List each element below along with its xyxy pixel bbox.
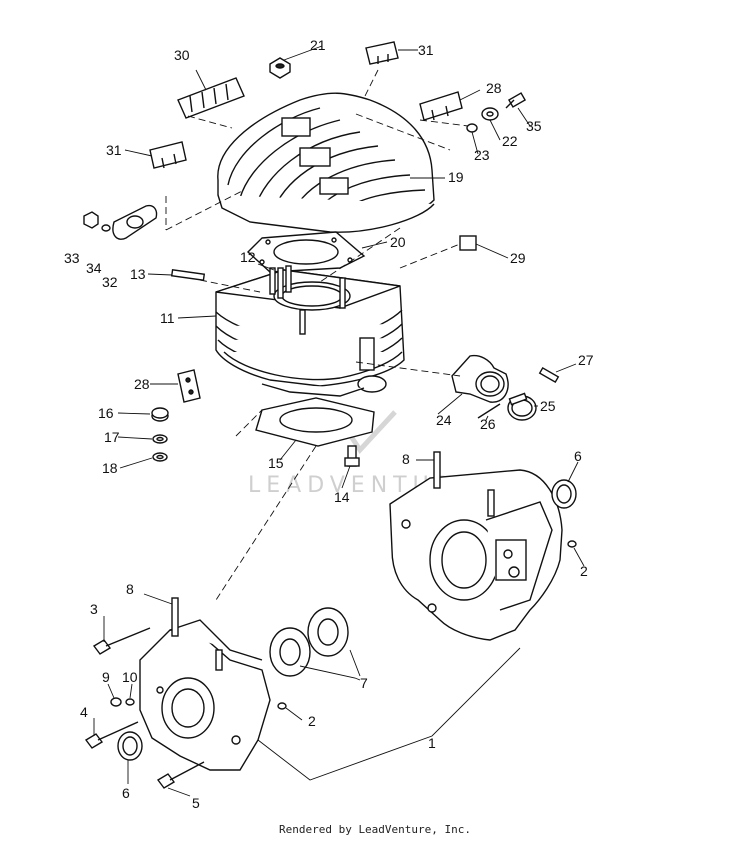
- callout-16: 16: [98, 405, 114, 421]
- footer-credit: Rendered by LeadVenture, Inc.: [278, 823, 472, 836]
- head-gasket: [246, 231, 366, 273]
- callout-9: 9: [102, 669, 110, 685]
- callout-22: 22: [502, 133, 518, 149]
- nut-33: [83, 211, 99, 229]
- bracket-30: [177, 77, 245, 119]
- callout-21: 21: [310, 37, 326, 53]
- callout-3: 3: [90, 601, 98, 617]
- bolt-3: [92, 627, 151, 655]
- callout-8-left: 8: [126, 581, 134, 597]
- callout-6-left: 6: [122, 785, 130, 801]
- callout-12: 12: [240, 249, 256, 265]
- callout-15: 15: [268, 455, 284, 471]
- callout-35: 35: [526, 118, 542, 134]
- callout-24: 24: [436, 412, 452, 428]
- studs-12: [269, 265, 292, 295]
- dowel-2-right: [567, 540, 577, 548]
- callout-28-left: 28: [134, 376, 150, 392]
- screw-27: [538, 366, 560, 384]
- cylinder: [215, 267, 405, 397]
- callout-20: 20: [390, 234, 406, 250]
- callout-31-left: 31: [106, 142, 122, 158]
- bracket-28-top: [419, 91, 463, 121]
- seal-6-right: [551, 479, 577, 509]
- pin-26: [477, 403, 501, 419]
- dowel-2-left: [277, 702, 287, 710]
- crankcase-left: [139, 597, 271, 771]
- clamp-25: [507, 392, 537, 421]
- washer-10: [125, 698, 135, 706]
- callout-32: 32: [102, 274, 118, 290]
- callout-7: 7: [360, 675, 368, 691]
- bolt-4: [84, 721, 139, 749]
- screw-35: [505, 92, 527, 109]
- fitting-14: [344, 445, 360, 467]
- callout-27: 27: [578, 352, 594, 368]
- washer-34: [101, 224, 111, 232]
- callout-6-right: 6: [574, 448, 582, 464]
- callout-28-top: 28: [486, 80, 502, 96]
- callout-17: 17: [104, 429, 120, 445]
- washer-23: [466, 123, 478, 133]
- callout-30: 30: [174, 47, 190, 63]
- callout-14: 14: [334, 489, 350, 505]
- part-22: [481, 107, 499, 121]
- washer-18: [152, 452, 168, 462]
- bolt-5: [156, 761, 205, 789]
- dashed-guide-lines: [165, 69, 469, 601]
- callout-25: 25: [540, 398, 556, 414]
- callout-18: 18: [102, 460, 118, 476]
- callout-31-top: 31: [418, 42, 434, 58]
- callout-29: 29: [510, 250, 526, 266]
- callout-10: 10: [122, 669, 138, 685]
- screw-9: [110, 697, 122, 707]
- base-gasket: [255, 397, 375, 447]
- intake-manifold-24: [451, 354, 509, 403]
- callout-34: 34: [86, 260, 102, 276]
- callout-4: 4: [80, 704, 88, 720]
- nut-16: [151, 407, 169, 422]
- callout-8-right: 8: [402, 451, 410, 467]
- callout-33: 33: [64, 250, 80, 266]
- bearing-7a: [269, 627, 311, 677]
- bracket-31-left: [149, 141, 187, 169]
- callout-19: 19: [448, 169, 464, 185]
- callout-2-left: 2: [308, 713, 316, 729]
- callout-1: 1: [428, 735, 436, 751]
- callout-5: 5: [192, 795, 200, 811]
- leader-lines: [93, 45, 585, 797]
- callout-2-right: 2: [580, 563, 588, 579]
- callout-13: 13: [130, 266, 146, 282]
- exhaust-gasket-32: [112, 204, 158, 240]
- callout-11: 11: [160, 310, 175, 326]
- cylinder-head: [217, 92, 435, 233]
- callout-labels: 21 31 30 28 31 35 22 23 19 20 29 33 34 3…: [64, 37, 594, 811]
- bracket-31-top: [365, 41, 399, 65]
- callout-23: 23: [474, 147, 490, 163]
- cap-29: [459, 235, 477, 251]
- nut-21: [269, 57, 291, 79]
- callout-26: 26: [480, 416, 496, 432]
- crankcase-right: [389, 451, 563, 641]
- stud-13: [170, 269, 206, 281]
- bearing-7b: [307, 607, 349, 657]
- seal-6-left: [117, 731, 143, 761]
- bracket-28-left: [177, 369, 201, 403]
- lockwasher-17: [152, 434, 168, 444]
